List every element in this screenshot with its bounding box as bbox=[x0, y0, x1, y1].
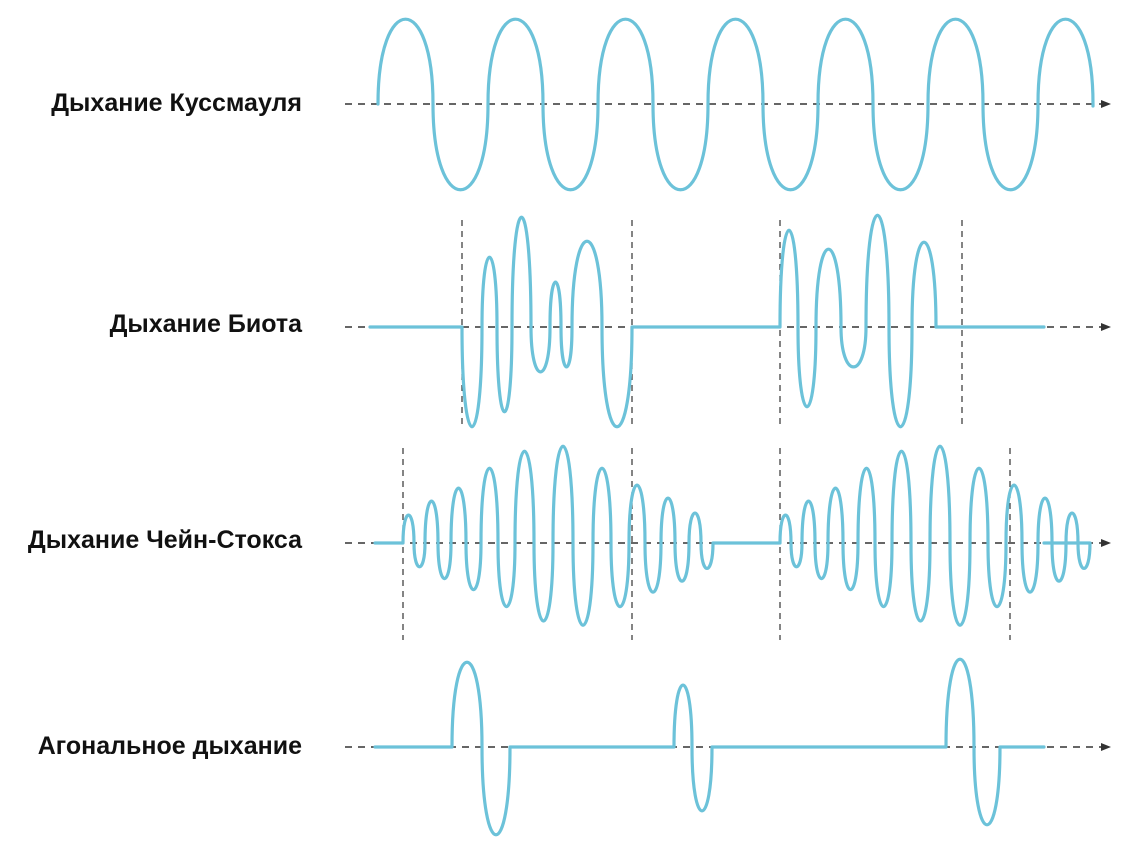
row-label-cheyne-stokes: Дыхание Чейн-Стокса bbox=[27, 526, 302, 554]
wave-cheyne-stokes bbox=[373, 444, 1092, 627]
wave-kussmaul bbox=[376, 17, 1095, 192]
wave-agonal bbox=[373, 657, 1046, 837]
row-label-agonal: Агональное дыхание bbox=[37, 732, 302, 760]
row-label-kussmaul: Дыхание Куссмауля bbox=[51, 89, 302, 117]
wave-biot bbox=[368, 213, 1046, 429]
row-label-biot: Дыхание Биота bbox=[109, 310, 302, 338]
